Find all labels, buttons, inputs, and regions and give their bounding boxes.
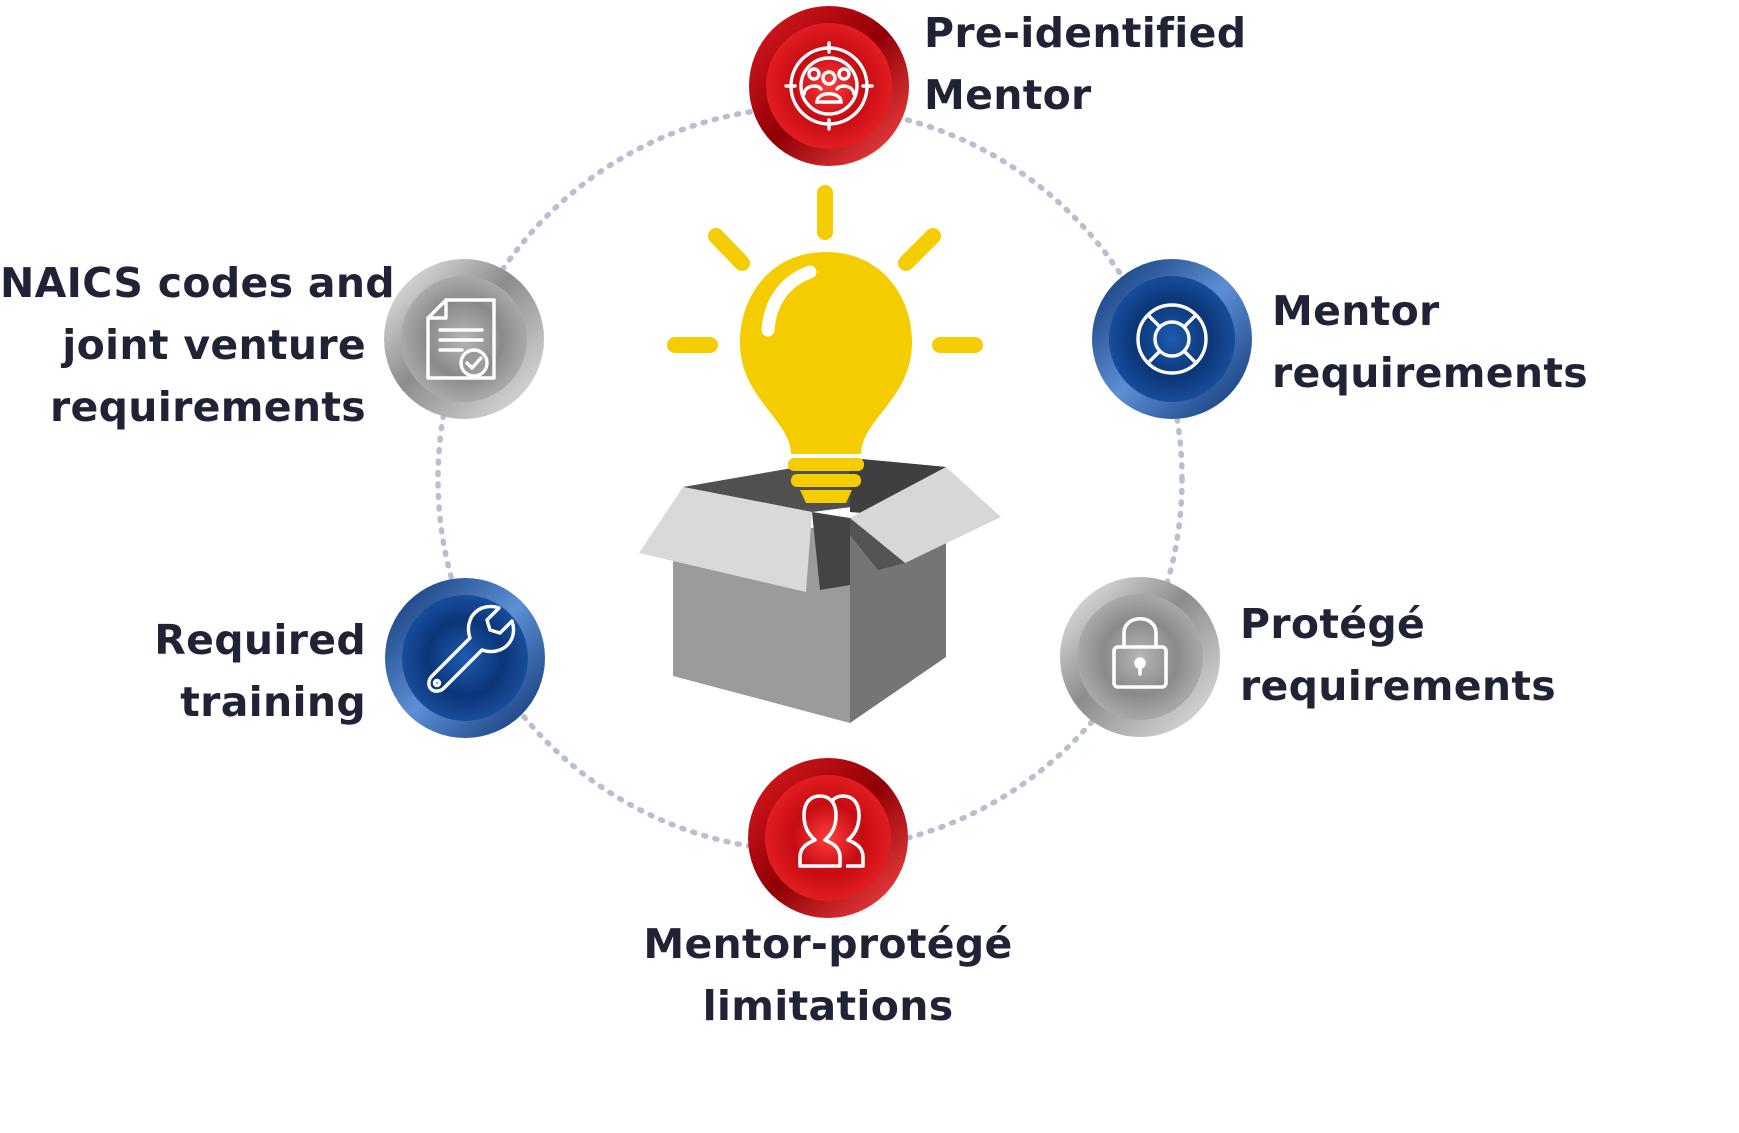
- label-line: joint venture: [62, 321, 366, 369]
- lightbulb-in-box-icon: [639, 185, 1001, 723]
- label-line: limitations: [702, 982, 954, 1030]
- lightbulb: [740, 252, 912, 503]
- box-left-flap-shadow: [812, 512, 850, 590]
- label-line: Protégé: [1240, 600, 1426, 648]
- wrench-icon: [427, 604, 516, 693]
- label-line: Mentor: [924, 71, 1092, 119]
- label-line: training: [180, 678, 366, 726]
- label-mentor-protege-limitations: Mentor-protégé limitations: [628, 913, 1028, 1037]
- label-line: requirements: [50, 383, 366, 431]
- team-target-icon: [784, 41, 874, 131]
- box-right-flap: [850, 467, 1001, 563]
- box-left-flap: [639, 487, 812, 592]
- two-people-icon: [798, 794, 865, 868]
- label-line: Required: [154, 616, 366, 664]
- label-line: requirements: [1240, 662, 1556, 710]
- document-check-icon: [426, 298, 496, 380]
- label-line: Mentor-protégé: [643, 920, 1013, 968]
- box-front-right: [850, 513, 946, 723]
- light-rays: [667, 185, 983, 353]
- node-pre-identified-mentor: [749, 6, 909, 166]
- label-line: Mentor: [1272, 287, 1440, 335]
- node-mentor-requirements: [1092, 259, 1252, 419]
- lifebuoy-icon: [1136, 303, 1208, 375]
- label-line: requirements: [1272, 349, 1588, 397]
- label-required-training: Required training: [0, 609, 366, 733]
- label-protege-requirements: Protégé requirements: [1240, 593, 1556, 717]
- node-naics-codes: [384, 259, 544, 419]
- node-required-training: [385, 578, 545, 738]
- node-mentor-protege-limitations: [748, 758, 908, 918]
- node-protege-requirements: [1060, 577, 1220, 737]
- padlock-icon: [1112, 617, 1168, 689]
- label-mentor-requirements: Mentor requirements: [1272, 280, 1588, 404]
- label-line: Pre-identified: [924, 9, 1247, 57]
- label-naics-codes: NAICS codes and joint venture requiremen…: [0, 252, 395, 438]
- label-line: NAICS codes and: [0, 259, 395, 307]
- box-right-flap-shadow: [850, 518, 905, 570]
- label-pre-identified-mentor: Pre-identified Mentor: [924, 2, 1246, 126]
